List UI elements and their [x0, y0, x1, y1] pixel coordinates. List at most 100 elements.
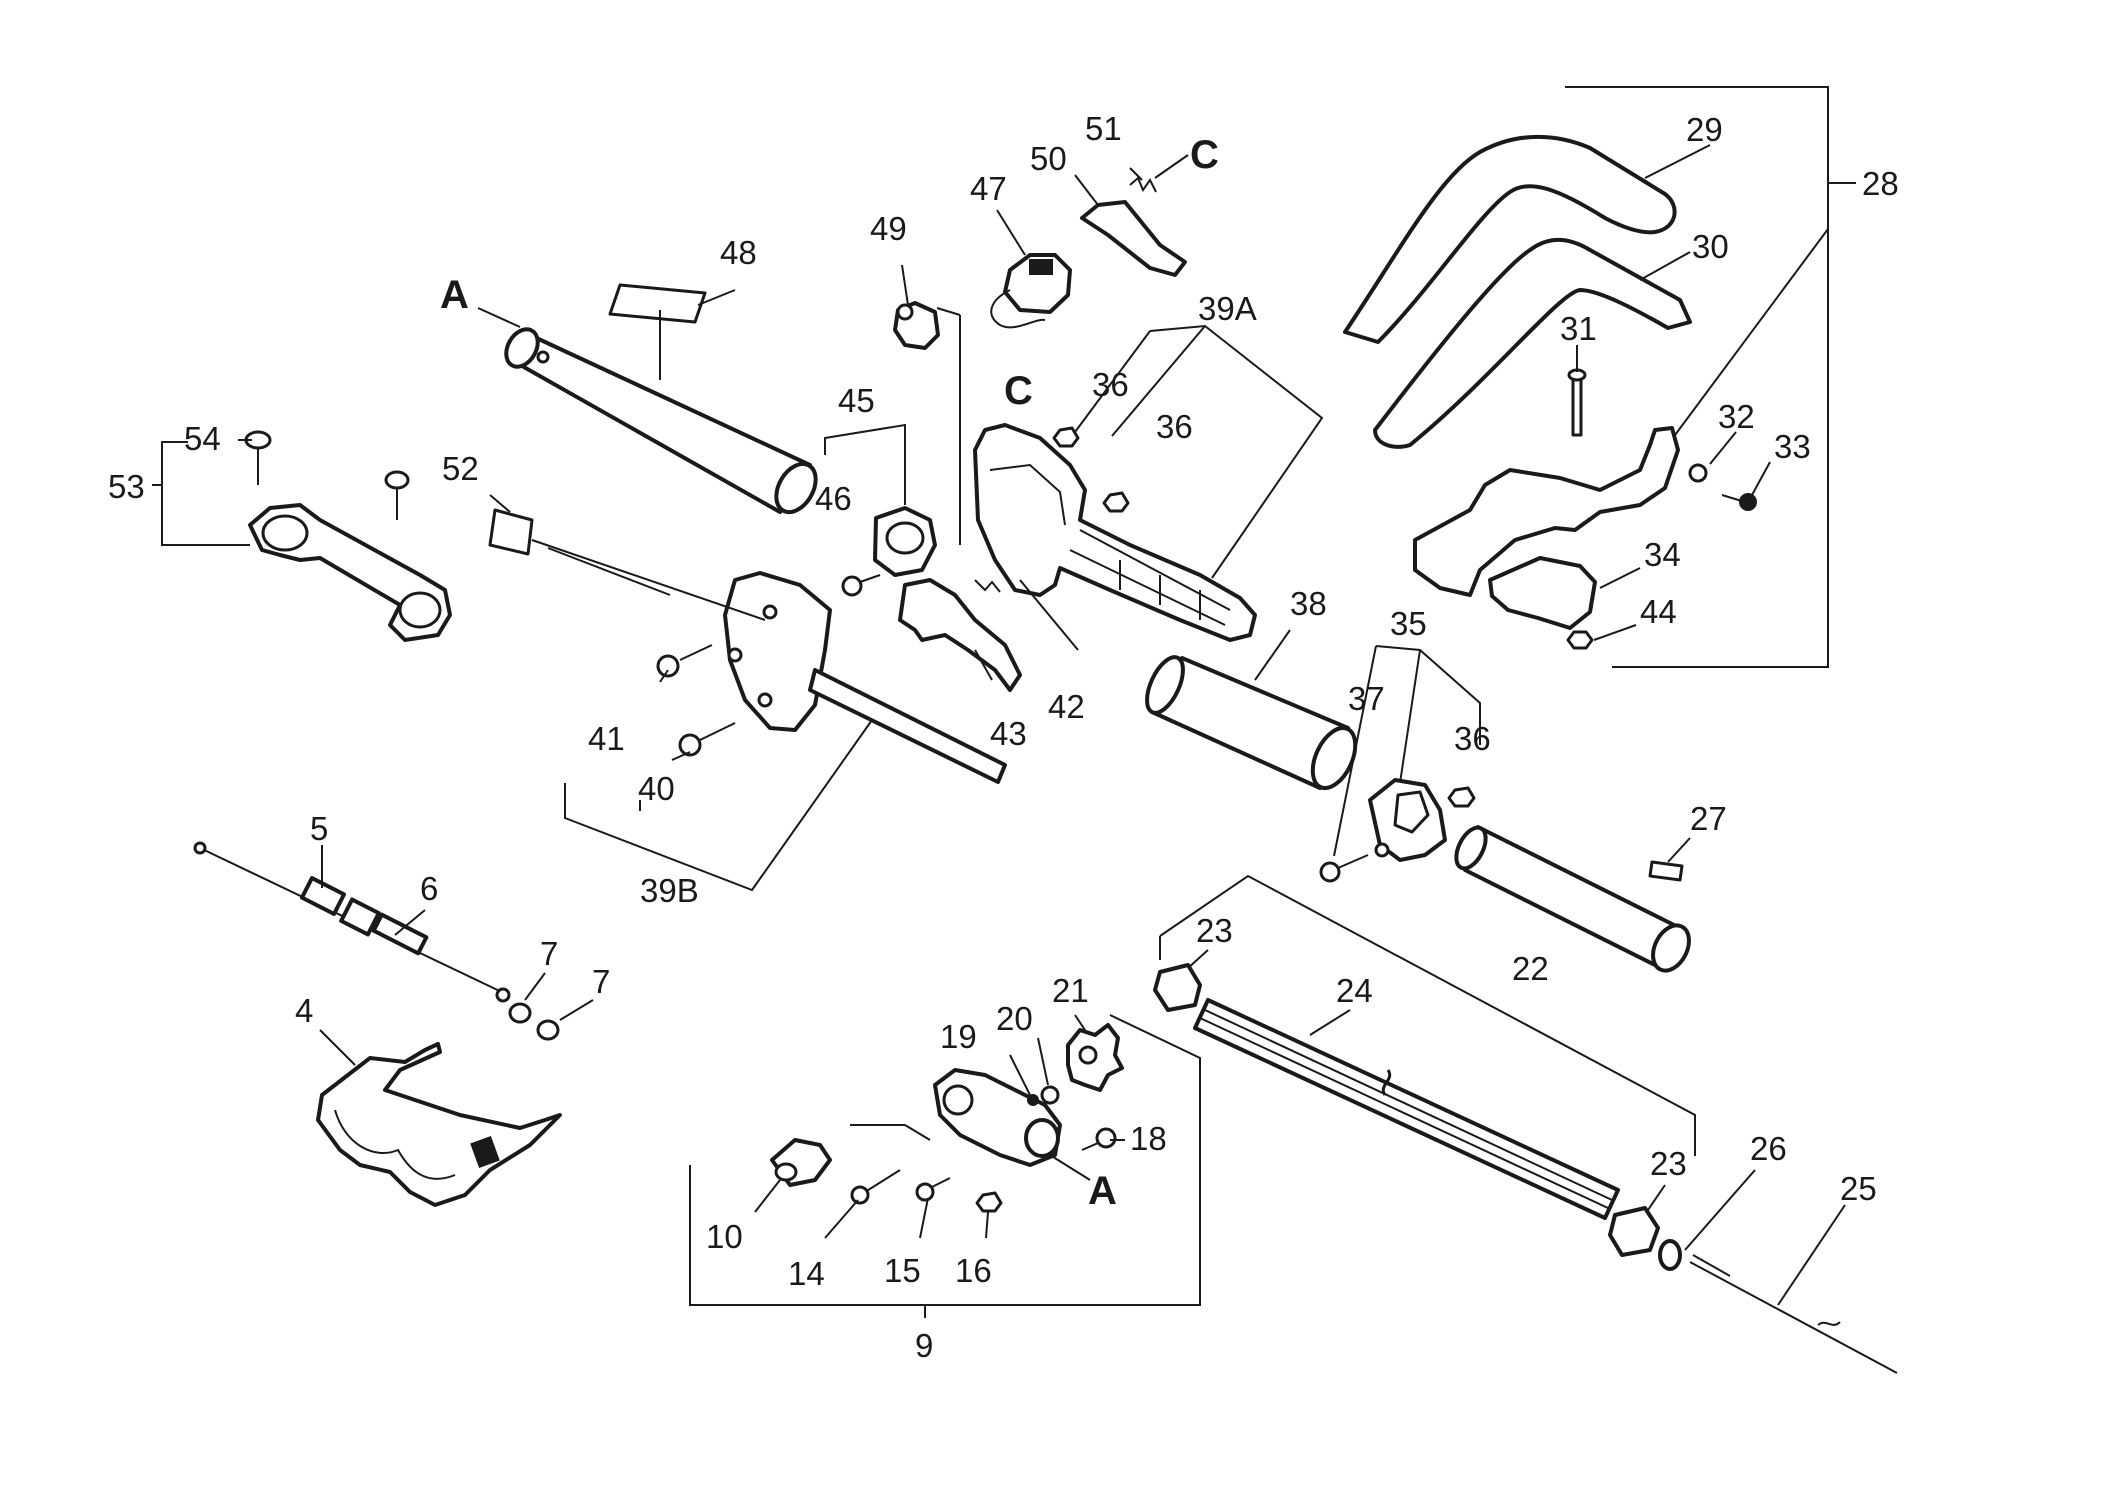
plug-10: [770, 1138, 832, 1187]
callout-43: 43: [990, 715, 1027, 752]
ring-20: [1040, 1085, 1060, 1105]
label-27: [1648, 860, 1684, 882]
callout-20: 20: [996, 1000, 1033, 1037]
callout-C-upper: C: [1190, 133, 1219, 177]
gearhead-9: [933, 1068, 1062, 1167]
callout-45: 45: [838, 382, 875, 419]
callout-40: 40: [638, 770, 675, 807]
grip-38: [1145, 655, 1358, 790]
callout-5: 5: [310, 810, 328, 847]
handle-bracket-34: [1413, 426, 1680, 597]
callout-15: 15: [884, 1252, 921, 1289]
clamp-34: [1488, 556, 1597, 630]
bushing-23a: [1153, 963, 1202, 1012]
knob-21: [1066, 1023, 1124, 1092]
callout-50: 50: [1030, 140, 1067, 177]
nut-7a: [508, 1002, 532, 1024]
spring-42: [974, 579, 1001, 593]
pipe-22: [1454, 825, 1691, 973]
callout-7-b: 7: [592, 963, 610, 1000]
callout-28: 28: [1862, 165, 1899, 202]
callout-7-a: 7: [540, 935, 558, 972]
callout-51: 51: [1085, 110, 1122, 147]
cable-5-6: [193, 841, 511, 1003]
callout-42: 42: [1048, 688, 1085, 725]
bolt-40: [678, 722, 736, 757]
callout-16: 16: [955, 1252, 992, 1289]
callout-33: 33: [1774, 428, 1811, 465]
callout-26: 26: [1750, 1130, 1787, 1167]
nut-16: [975, 1191, 1003, 1213]
screw-31: [1567, 368, 1587, 437]
callout-A-upper: A: [440, 273, 469, 317]
callout-24: 24: [1336, 972, 1373, 1009]
spring-51: [1129, 176, 1157, 193]
callout-14: 14: [788, 1255, 825, 1292]
label-48: [608, 283, 707, 324]
callout-21: 21: [1052, 972, 1089, 1009]
callout-37: 37: [1348, 680, 1385, 717]
callout-31: 31: [1560, 310, 1597, 347]
callout-C-handle: C: [1004, 369, 1033, 413]
callout-46: 46: [815, 480, 852, 517]
cover-50: [1080, 200, 1187, 277]
bolt-46: [841, 574, 881, 597]
callout-53: 53: [108, 468, 145, 505]
callout-labels: A C C A 29 28 30 31 32 33 34 44 51 50 47…: [108, 110, 1899, 1364]
callout-18: 18: [1130, 1120, 1167, 1157]
callout-9: 9: [915, 1327, 933, 1364]
nut-36a: [1052, 426, 1080, 448]
hose-30: [1373, 237, 1692, 449]
clamp-45: [873, 506, 937, 577]
lever-43: [898, 578, 1022, 692]
bushing-23b: [1608, 1206, 1660, 1257]
callout-47: 47: [970, 170, 1007, 207]
screw-54a: [244, 430, 272, 485]
ring-19: [1027, 1094, 1039, 1106]
callout-52: 52: [442, 450, 479, 487]
clamp-35: [1368, 778, 1447, 862]
bolt-41: [656, 644, 713, 678]
clip-49: [893, 301, 940, 350]
rear-handle-53: [248, 503, 452, 642]
callout-22: 22: [1512, 950, 1549, 987]
callout-4: 4: [295, 992, 313, 1029]
nut-44: [1566, 630, 1594, 650]
callout-36-c: 36: [1454, 720, 1491, 757]
callout-27: 27: [1690, 800, 1727, 837]
goggles-4: [316, 1042, 562, 1207]
ring-32: [1688, 463, 1708, 483]
callout-36-a: 36: [1092, 366, 1129, 403]
handle-39A: [973, 423, 1257, 642]
bolt-15: [915, 1177, 951, 1202]
callout-19: 19: [940, 1018, 977, 1055]
washer-26: [1658, 1239, 1682, 1271]
callout-36-b: 36: [1156, 408, 1193, 445]
leader-lines: [238, 144, 1846, 1306]
shaft-24: [1193, 998, 1620, 1220]
callout-39A: 39A: [1198, 290, 1257, 327]
callout-29: 29: [1686, 111, 1723, 148]
callout-10: 10: [706, 1218, 743, 1255]
bolt-37: [1319, 854, 1369, 883]
callout-34: 34: [1644, 536, 1681, 573]
callout-39B: 39B: [640, 872, 699, 909]
callout-48: 48: [720, 234, 757, 271]
screw-54b: [384, 470, 410, 520]
hose-29: [1343, 134, 1677, 344]
nut-36c: [1447, 786, 1476, 808]
callout-23-a: 23: [1196, 912, 1233, 949]
callout-25: 25: [1840, 1170, 1877, 1207]
callout-38: 38: [1290, 585, 1327, 622]
flex-shaft-25: [1689, 1254, 1898, 1374]
callout-49: 49: [870, 210, 907, 247]
callout-A-lower: A: [1088, 1169, 1117, 1213]
handle-39B: [723, 571, 1007, 784]
callout-30: 30: [1692, 228, 1729, 265]
pipe-upper: [504, 327, 818, 515]
bolt-18: [1081, 1127, 1117, 1151]
bolt-14: [850, 1169, 901, 1205]
callout-6: 6: [420, 870, 438, 907]
callout-35: 35: [1390, 605, 1427, 642]
